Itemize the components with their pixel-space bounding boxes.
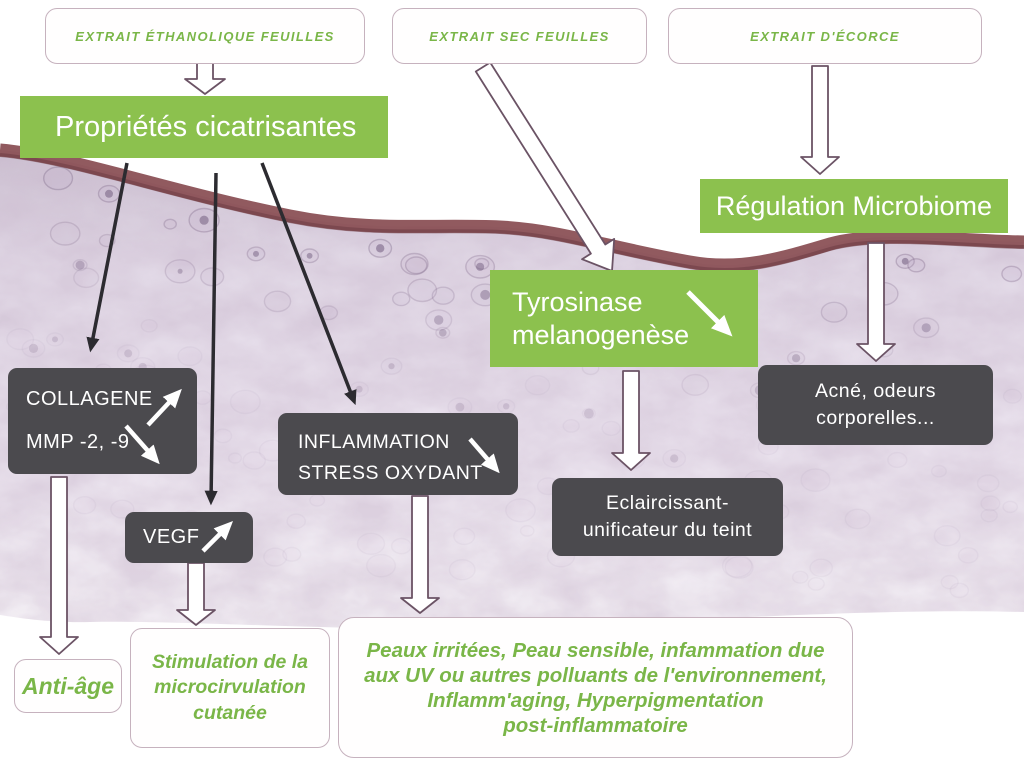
stratum-corneum-shadow xyxy=(0,153,1024,273)
benefit-label-line: cutanée xyxy=(193,701,267,724)
arrow-sec-to-tyrosinase xyxy=(474,61,616,272)
marker-label-line: COLLAGENE xyxy=(26,388,153,410)
benefit-label-line: aux UV ou autres polluants de l'environn… xyxy=(364,663,827,687)
arrow-collagene-to-antiage xyxy=(39,476,79,655)
property-label: Propriétés cicatrisantes xyxy=(55,110,357,143)
marker-label-line: unificateur du teint xyxy=(582,519,753,541)
marker-box-acne: Acné, odeurs corporelles... xyxy=(758,365,993,445)
benefit-box-anti-age: Anti-âge xyxy=(14,659,122,713)
benefit-label-line: microcirvulation xyxy=(154,676,306,699)
property-box-cicatrisantes: Propriétés cicatrisantes xyxy=(20,96,388,158)
arrow-cicatrisantes-to-inflammation xyxy=(260,162,357,406)
increase-decrease-arrows-icon xyxy=(124,388,182,465)
arrow-inflammation-to-peaux xyxy=(400,495,440,614)
benefit-label-line: Stimulation de la xyxy=(151,650,309,673)
source-box-extrait-ethanolique: EXTRAIT ÉTHANOLIQUE FEUILLES xyxy=(45,8,365,64)
stratum-corneum-band xyxy=(0,143,1024,272)
marker-box-collagene-mmp: COLLAGENE MMP -2, -9 xyxy=(8,368,197,474)
arrow-ecorce-to-microbiome xyxy=(800,65,840,175)
source-box-extrait-ecorce: EXTRAIT D'ÉCORCE xyxy=(668,8,982,64)
property-box-tyrosinase: Tyrosinase melanogenèse xyxy=(490,270,758,367)
property-box-regulation-microbiome: Régulation Microbiome xyxy=(700,179,1008,233)
property-label-line: melanogenèse xyxy=(512,319,690,350)
arrow-tyrosinase-to-eclaircissant xyxy=(611,370,651,471)
benefit-box-peaux-irritees: Peaux irritées, Peau sensible, infammati… xyxy=(338,617,853,758)
arrow-ethanolique-to-cicatrisantes xyxy=(184,62,226,95)
source-label: EXTRAIT D'ÉCORCE xyxy=(750,28,900,44)
marker-label-line: MMP -2, -9 xyxy=(26,431,130,453)
source-label: EXTRAIT SEC FEUILLES xyxy=(429,28,610,44)
marker-label-line: STRESS OXYDANT xyxy=(298,462,483,485)
property-label-line: Tyrosinase xyxy=(512,286,643,317)
arrow-microbiome-to-acne xyxy=(856,242,896,362)
benefit-label-line: Inflamm'aging, Hyperpigmentation xyxy=(427,688,764,712)
source-label: EXTRAIT ÉTHANOLIQUE FEUILLES xyxy=(75,28,335,44)
marker-label-line: Eclaircissant- xyxy=(606,491,729,514)
marker-label-line: Acné, odeurs xyxy=(815,379,936,402)
marker-box-vegf: VEGF xyxy=(125,512,253,563)
marker-box-inflammation: INFLAMMATION STRESS OXYDANT xyxy=(278,413,518,495)
arrow-cicatrisantes-to-collagene xyxy=(86,162,129,353)
marker-label-line: corporelles... xyxy=(816,407,935,429)
benefit-label-line: post-inflammatoire xyxy=(503,713,688,737)
marker-label-line: INFLAMMATION xyxy=(298,431,450,453)
benefit-label: Anti-âge xyxy=(22,672,114,699)
benefit-label-line: Peaux irritées, Peau sensible, infammati… xyxy=(366,638,825,662)
source-box-extrait-sec: EXTRAIT SEC FEUILLES xyxy=(392,8,647,64)
marker-label: VEGF xyxy=(143,526,200,548)
property-label: Régulation Microbiome xyxy=(715,190,993,221)
arrow-vegf-to-stimulation xyxy=(176,562,216,626)
arrow-cicatrisantes-to-vegf xyxy=(204,172,218,506)
benefit-box-stimulation: Stimulation de la microcirvulation cutan… xyxy=(130,628,330,748)
marker-box-eclaircissant: Eclaircissant- unificateur du teint xyxy=(552,478,783,556)
